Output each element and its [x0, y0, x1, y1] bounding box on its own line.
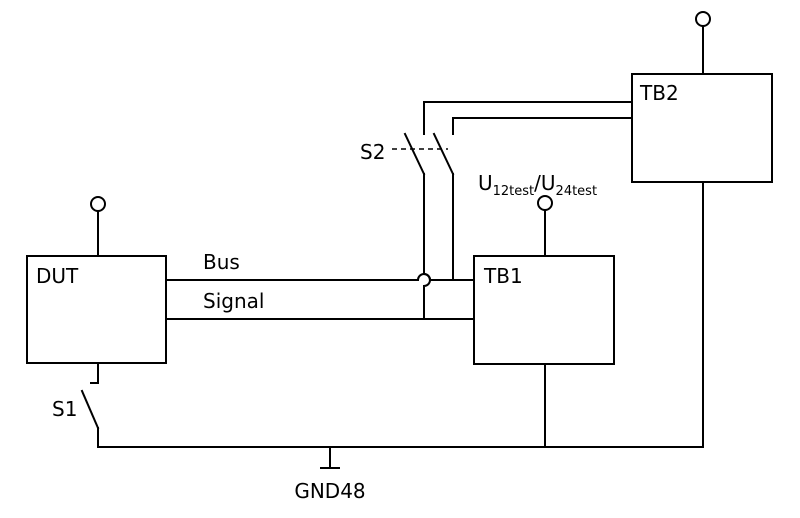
gnd-label: GND48: [294, 479, 365, 503]
supply-u1: U: [478, 171, 493, 195]
tb1-label: TB1: [483, 264, 523, 288]
s1-blade: [80, 389, 100, 430]
tb1-box: [473, 255, 615, 365]
ground-bus: [97, 181, 704, 448]
s2-right-blade: [432, 132, 455, 176]
s2-label: S2: [360, 140, 385, 164]
dut-label: DUT: [36, 264, 79, 288]
bus-label: Bus: [203, 250, 240, 274]
s1-label: S1: [52, 397, 77, 421]
supply-slash: /: [534, 171, 541, 195]
s2-right-wire-upper: [452, 117, 633, 135]
signal-label: Signal: [203, 289, 264, 313]
supply-sub2: 24test: [556, 184, 598, 199]
s2-left-blade: [403, 132, 426, 176]
s2-left-wire-lower: [423, 173, 431, 320]
s2-left-wire-upper: [423, 101, 633, 135]
supply-u2: U: [541, 171, 556, 195]
dut-box: [26, 255, 167, 364]
dut-supply-terminal: [90, 196, 106, 212]
tb1-supply-terminal: [537, 195, 553, 211]
tb2-label: TB2: [639, 81, 679, 105]
supply-voltage-label: U12test/U24test: [478, 171, 597, 199]
tb2-supply-terminal: [695, 11, 711, 27]
supply-sub1: 12test: [493, 184, 535, 199]
